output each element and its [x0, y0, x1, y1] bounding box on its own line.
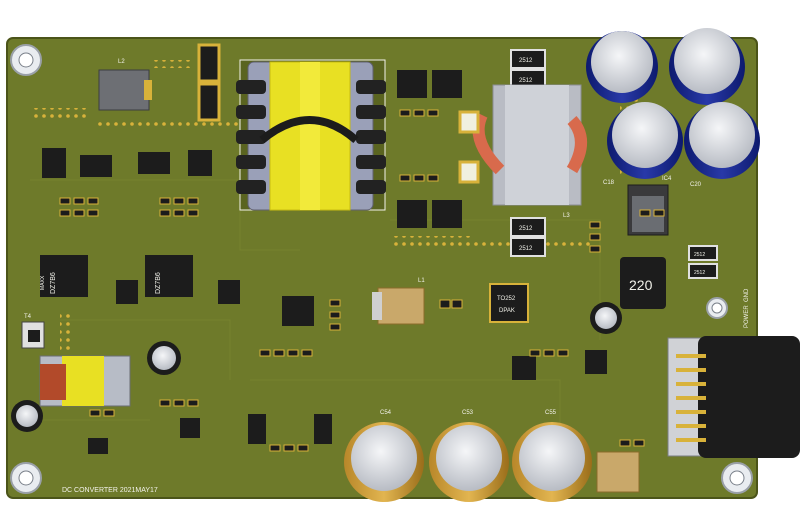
- svg-text:L2: L2: [118, 59, 125, 65]
- mosfet: [397, 70, 427, 98]
- svg-text:C54: C54: [380, 410, 392, 416]
- soic-chip: [80, 155, 112, 177]
- svg-text:2512: 2512: [694, 270, 705, 276]
- resistor-2512: 2512: [688, 263, 718, 279]
- transistor-t4: T4: [21, 314, 45, 349]
- transformer: [236, 59, 386, 211]
- svg-text:C55: C55: [545, 410, 557, 416]
- mounting-hole-icon: [706, 297, 728, 319]
- soic-chip: [180, 418, 200, 438]
- dpak-package: TO252 DPAK: [489, 283, 529, 323]
- resistor-2512: 2512: [510, 217, 546, 237]
- smd-passives: [59, 109, 665, 452]
- soic-chip: [218, 280, 240, 304]
- svg-text:TO252: TO252: [497, 296, 516, 302]
- capacitor-small: [590, 302, 622, 334]
- diode-d7: [197, 82, 221, 122]
- soic-chip: [282, 296, 314, 326]
- svg-text:2512: 2512: [519, 58, 533, 64]
- soic-chip: [512, 356, 536, 380]
- svg-text:T4: T4: [24, 314, 32, 320]
- inductor-l1: L1: [372, 278, 425, 325]
- mounting-hole-icon: [721, 462, 753, 494]
- svg-text:DZ7B6: DZ7B6: [50, 272, 57, 294]
- tantalum-cap: [596, 451, 640, 493]
- svg-text:GND: GND: [744, 288, 750, 302]
- soic-chip: [88, 438, 108, 454]
- resistor-2512: 2512: [510, 49, 546, 69]
- svg-text:DPAK: DPAK: [499, 308, 515, 314]
- capacitor-blue: C18: [603, 102, 683, 186]
- mounting-hole-icon: [10, 462, 42, 494]
- resistor-2512: 2512: [510, 237, 546, 257]
- soic-chip: [138, 152, 170, 174]
- svg-text:2512: 2512: [519, 226, 533, 232]
- svg-text:2512: 2512: [519, 78, 533, 84]
- svg-text:DZ7B6: DZ7B6: [155, 272, 162, 294]
- mosfet: [397, 200, 427, 228]
- diode-d6: [197, 43, 221, 83]
- soic-chip: [188, 150, 212, 176]
- inductor-l2: L2: [98, 59, 152, 111]
- svg-text:MAXX: MAXX: [40, 275, 46, 290]
- capacitor-tan: C55: [512, 410, 592, 502]
- soic-chip: [314, 414, 332, 444]
- regulator-ic4: IC4: [627, 176, 672, 236]
- capacitor-tan: C54: [344, 410, 424, 502]
- mosfet: [432, 70, 462, 98]
- svg-text:C20: C20: [690, 182, 702, 188]
- svg-text:IC4: IC4: [662, 176, 672, 182]
- svg-text:L1: L1: [418, 278, 425, 284]
- svg-text:220: 220: [629, 277, 653, 293]
- svg-text:C53: C53: [462, 410, 474, 416]
- inductor-l3: L3: [458, 84, 587, 219]
- soic-chip: [42, 148, 66, 178]
- resistor-2512: 2512: [688, 245, 718, 261]
- mounting-hole-icon: [10, 44, 42, 76]
- capacitor-blue: [586, 31, 658, 103]
- mosfet: [432, 200, 462, 228]
- soic-chip: [116, 280, 138, 304]
- silkscreen-title: DC CONVERTER 2021MAY17: [62, 487, 158, 494]
- inductor-220: 220: [620, 257, 666, 309]
- svg-text:POWER: POWER: [744, 305, 750, 328]
- controller-ic: DZ7B6: [145, 255, 193, 297]
- controller-ic: MAXX DZ7B6: [40, 255, 88, 297]
- svg-text:C18: C18: [603, 180, 615, 186]
- capacitor-blue: [669, 28, 745, 105]
- capacitor-small: [11, 400, 43, 432]
- power-transformer: [39, 355, 131, 407]
- capacitor-small: [147, 341, 181, 375]
- soic-chip: [585, 350, 607, 374]
- svg-text:2512: 2512: [519, 246, 533, 252]
- capacitor-tan: C53: [429, 410, 509, 502]
- capacitor-blue: C20: [684, 102, 760, 188]
- soic-chip: [248, 414, 266, 444]
- svg-text:2512: 2512: [694, 252, 705, 258]
- svg-text:L3: L3: [563, 213, 570, 219]
- power-connector: POWER GND: [667, 288, 800, 458]
